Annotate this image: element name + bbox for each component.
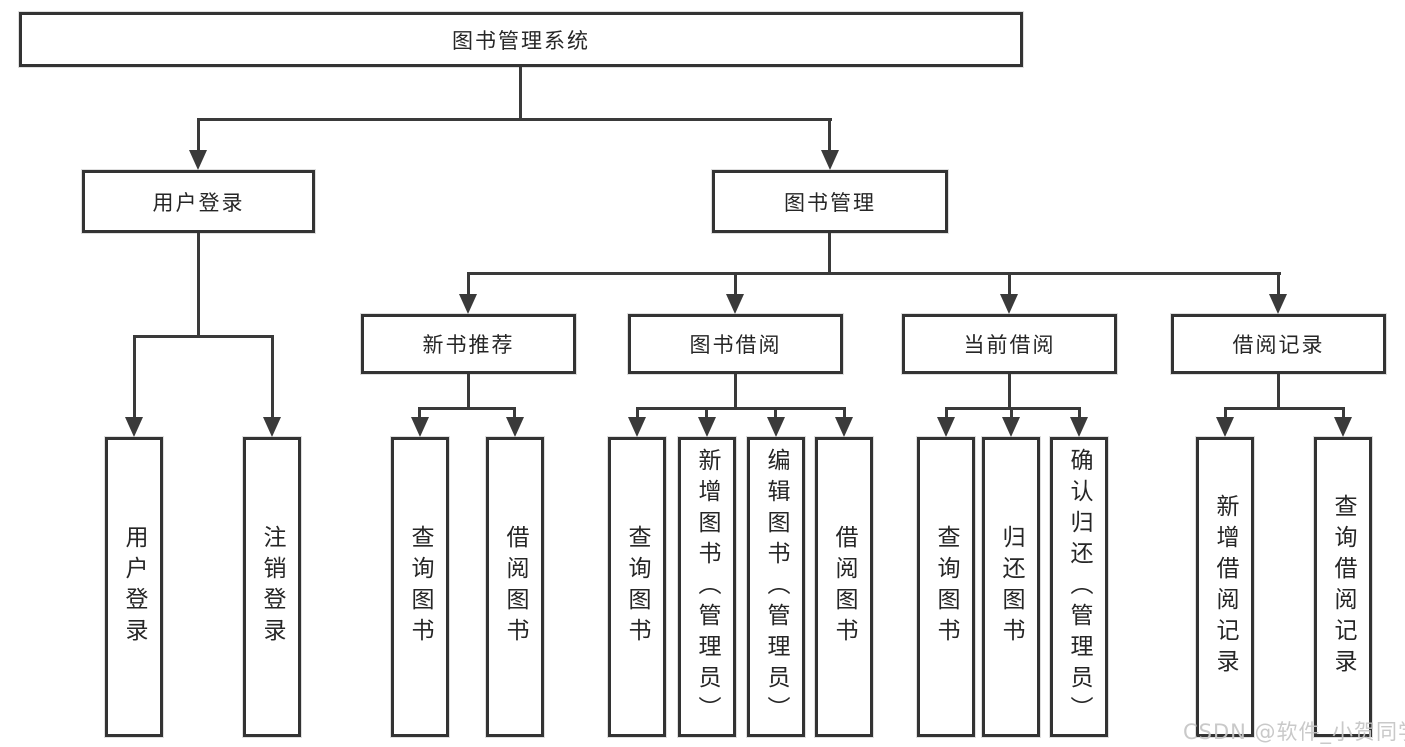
leaf-query-books-recommend: 查询图书	[391, 437, 449, 737]
arrowhead-down-icon	[506, 417, 524, 437]
connector-line	[828, 233, 831, 274]
connector-line	[945, 407, 948, 420]
connector-line	[1277, 374, 1280, 409]
arrowhead-down-icon	[767, 417, 785, 437]
arrowhead-down-icon	[835, 417, 853, 437]
connector-line	[197, 118, 200, 152]
connector-line	[418, 407, 421, 420]
arrowhead-down-icon	[698, 417, 716, 437]
arrowhead-down-icon	[821, 150, 839, 170]
connector-line	[467, 374, 470, 409]
leaf-add-book-admin: 新增图书（管理员）	[678, 437, 736, 737]
leaf-edit-book-admin: 编辑图书（管理员）	[747, 437, 805, 737]
leaf-query-books-current: 查询图书	[917, 437, 975, 737]
arrowhead-down-icon	[189, 150, 207, 170]
connector-line	[467, 272, 1281, 275]
connector-line	[1342, 407, 1345, 420]
connector-line	[1078, 407, 1081, 420]
connector-line	[197, 233, 200, 337]
connector-line	[636, 407, 639, 420]
connector-line	[133, 335, 136, 419]
arrowhead-down-icon	[411, 417, 429, 437]
connector-line	[1008, 374, 1011, 409]
connector-line	[1010, 407, 1013, 420]
leaf-query-borrow-record: 查询借阅记录	[1314, 437, 1372, 737]
connector-line	[705, 407, 708, 420]
arrowhead-down-icon	[125, 417, 143, 437]
node-book-borrowing: 图书借阅	[628, 314, 843, 374]
leaf-borrow-books-borrowing: 借阅图书	[815, 437, 873, 737]
connector-line	[133, 335, 274, 338]
arrowhead-down-icon	[1002, 417, 1020, 437]
connector-line	[418, 407, 516, 410]
csdn-watermark: CSDN @软件_小贺同学	[1183, 720, 1405, 744]
connector-line	[636, 407, 846, 410]
leaf-confirm-return-admin: 确认归还（管理员）	[1050, 437, 1108, 737]
connector-line	[843, 407, 846, 420]
node-book-management: 图书管理	[712, 170, 948, 233]
node-library-management-system: 图书管理系统	[19, 12, 1023, 67]
connector-line	[1224, 407, 1227, 420]
leaf-borrow-books-recommend: 借阅图书	[486, 437, 544, 737]
arrowhead-down-icon	[628, 417, 646, 437]
leaf-query-books-borrowing: 查询图书	[608, 437, 666, 737]
connector-line	[734, 272, 737, 298]
connector-line	[513, 407, 516, 420]
leaf-logout: 注销登录	[243, 437, 301, 737]
connector-line	[945, 407, 1081, 410]
arrowhead-down-icon	[1070, 417, 1088, 437]
connector-line	[271, 335, 274, 419]
connector-line	[1008, 272, 1011, 298]
leaf-user-login: 用户登录	[105, 437, 163, 737]
node-new-book-recommendation: 新书推荐	[361, 314, 576, 374]
arrowhead-down-icon	[937, 417, 955, 437]
leaf-return-books: 归还图书	[982, 437, 1040, 737]
arrowhead-down-icon	[726, 294, 744, 314]
arrowhead-down-icon	[263, 417, 281, 437]
connector-line	[774, 407, 777, 420]
arrowhead-down-icon	[1269, 294, 1287, 314]
connector-line	[467, 272, 470, 298]
arrowhead-down-icon	[1000, 294, 1018, 314]
node-borrowing-records: 借阅记录	[1171, 314, 1386, 374]
connector-line	[1277, 272, 1280, 298]
connector-line	[197, 118, 832, 121]
leaf-add-borrow-record: 新增借阅记录	[1196, 437, 1254, 737]
node-user-login: 用户登录	[82, 170, 315, 233]
connector-line	[1224, 407, 1344, 410]
arrowhead-down-icon	[1216, 417, 1234, 437]
connector-line	[828, 118, 831, 152]
connector-line	[519, 67, 522, 121]
connector-line	[734, 374, 737, 409]
node-current-borrowing: 当前借阅	[902, 314, 1117, 374]
arrowhead-down-icon	[459, 294, 477, 314]
arrowhead-down-icon	[1334, 417, 1352, 437]
